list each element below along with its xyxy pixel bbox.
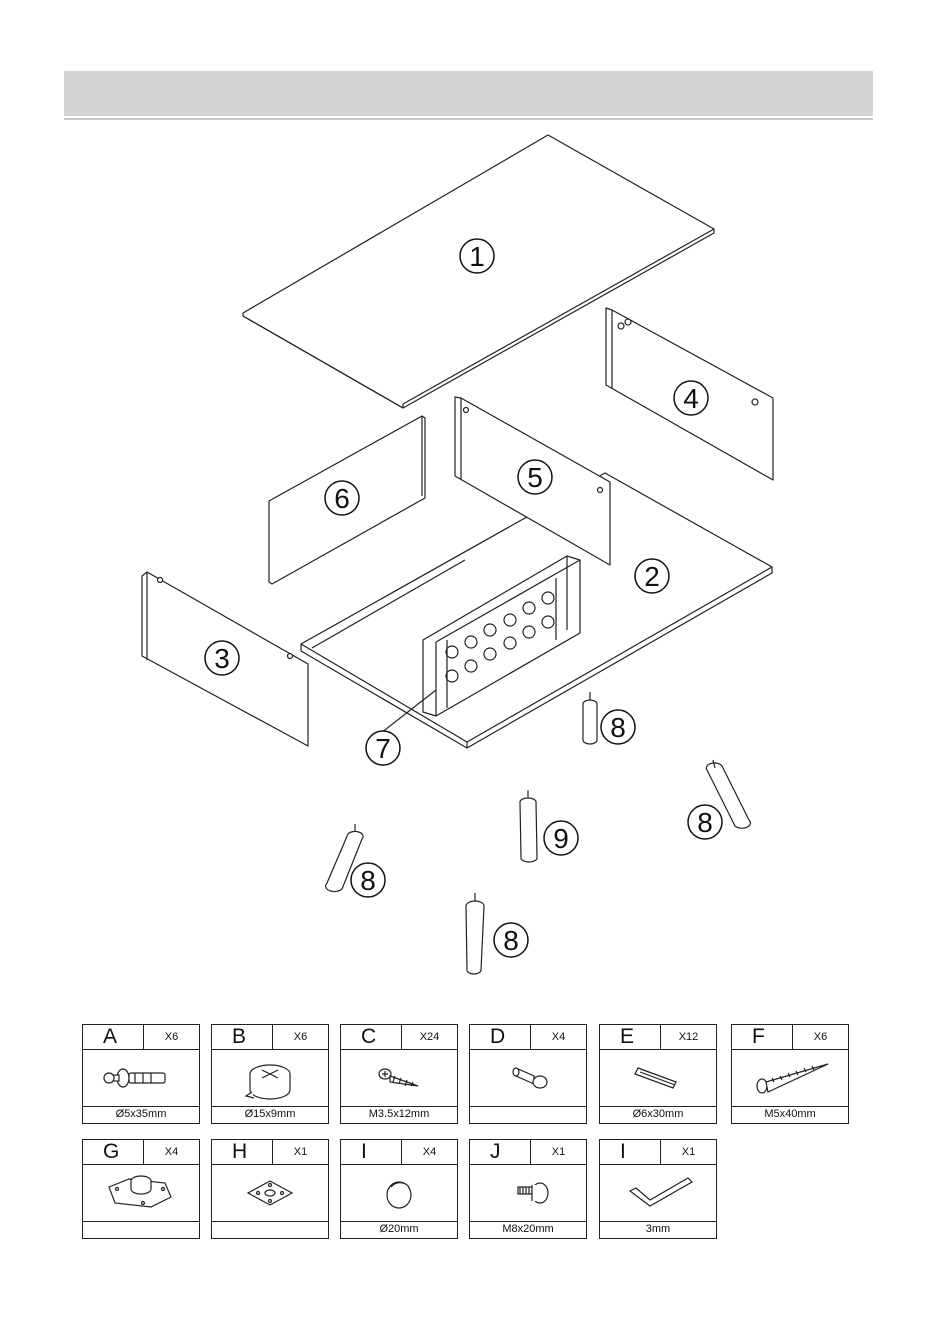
hardware-quantity: X1 (531, 1140, 586, 1164)
hardware-item-f: F X6 M5x40mm (731, 1024, 849, 1124)
part-3-callout: 3 (205, 641, 239, 675)
hardware-letter: J (470, 1140, 531, 1164)
leg-middle (520, 790, 537, 862)
hardware-header: F X6 (732, 1025, 848, 1050)
hardware-header: C X24 (341, 1025, 457, 1050)
part-1-callout: 1 (460, 239, 494, 273)
leg-right-back (583, 692, 597, 744)
part-1-label: 1 (469, 241, 485, 272)
hardware-item-h: H X1 (211, 1139, 329, 1239)
hardware-header: I X1 (600, 1140, 716, 1165)
hardware-letter: F (732, 1025, 793, 1049)
part-2-callout: 2 (635, 559, 669, 593)
hardware-quantity: X4 (144, 1140, 199, 1164)
part-5-label: 5 (527, 462, 543, 493)
hardware-header: J X1 (470, 1140, 586, 1165)
hardware-spec: 3mm (600, 1221, 716, 1238)
leg-front (466, 893, 484, 974)
hardware-spec: M5x40mm (732, 1106, 848, 1123)
hardware-header: D X4 (470, 1025, 586, 1050)
hardware-header: I X4 (341, 1140, 457, 1165)
hardware-letter: I (341, 1140, 402, 1164)
hardware-spec: M8x20mm (470, 1221, 586, 1238)
part-2-label: 2 (644, 561, 660, 592)
shelf-pin-icon (470, 1050, 586, 1108)
hardware-quantity: X1 (273, 1140, 328, 1164)
hardware-spec (83, 1221, 199, 1238)
hardware-spec (470, 1106, 586, 1123)
hardware-header: H X1 (212, 1140, 328, 1165)
leg-label: 8 (360, 865, 376, 896)
hardware-quantity: X4 (531, 1025, 586, 1049)
hardware-spec: M3.5x12mm (341, 1106, 457, 1123)
hardware-quantity: X1 (661, 1140, 716, 1164)
hardware-quantity: X12 (661, 1025, 716, 1049)
part-6-label: 6 (334, 483, 350, 514)
wood-screw-icon (341, 1050, 457, 1108)
hardware-letter: B (212, 1025, 273, 1049)
part-3-label: 3 (214, 643, 230, 674)
exploded-assembly-diagram: 1 2 3 4 5 6 7 8 8 8 8 9 (0, 0, 933, 1000)
hardware-item-j: J X1 M8x20mm (469, 1139, 587, 1239)
hardware-spec: Ø5x35mm (83, 1106, 199, 1123)
hardware-quantity: X6 (144, 1025, 199, 1049)
hardware-header: A X6 (83, 1025, 199, 1050)
confirmat-screw-icon (732, 1050, 848, 1108)
hardware-spec: Ø6x30mm (600, 1106, 716, 1123)
part-6-callout: 6 (325, 481, 359, 515)
hardware-item-e: E X12 Ø6x30mm (599, 1024, 717, 1124)
leg-label: 9 (553, 823, 569, 854)
hardware-header: E X12 (600, 1025, 716, 1050)
wood-dowel-icon (600, 1050, 716, 1108)
hardware-letter: D (470, 1025, 531, 1049)
leg-label-8-right: 8 (688, 805, 722, 839)
hardware-letter: H (212, 1140, 273, 1164)
leg-label-9-middle: 9 (544, 821, 578, 855)
hardware-spec (212, 1221, 328, 1238)
leg-label-8-front: 8 (494, 923, 528, 957)
hardware-letter: I (600, 1140, 661, 1164)
leg-label: 8 (697, 807, 713, 838)
hardware-letter: G (83, 1140, 144, 1164)
part-5-callout: 5 (518, 460, 552, 494)
hardware-header: G X4 (83, 1140, 199, 1165)
cam-bolt-icon (83, 1050, 199, 1108)
leg-label: 8 (610, 712, 626, 743)
hardware-item-c: C X24 M3.5x12mm (340, 1024, 458, 1124)
hardware-quantity: X6 (273, 1025, 328, 1049)
hardware-header: B X6 (212, 1025, 328, 1050)
hardware-item-i-key: I X1 3mm (599, 1139, 717, 1239)
cam-lock-icon (212, 1050, 328, 1108)
cover-cap-icon (341, 1165, 457, 1223)
hardware-letter: E (600, 1025, 661, 1049)
hardware-item-i-cap: I X4 Ø20mm (340, 1139, 458, 1239)
square-mounting-plate-icon (212, 1165, 328, 1223)
leg-bolt-icon (470, 1165, 586, 1223)
hardware-item-a: A X6 Ø5x35mm (82, 1024, 200, 1124)
hardware-quantity: X24 (402, 1025, 457, 1049)
part-4-label: 4 (683, 383, 699, 414)
hardware-item-d: D X4 (469, 1024, 587, 1124)
hardware-spec: Ø15x9mm (212, 1106, 328, 1123)
leg-label-8-left: 8 (351, 863, 385, 897)
part-7-label: 7 (375, 733, 391, 764)
hardware-item-b: B X6 Ø15x9mm (211, 1024, 329, 1124)
part-4-callout: 4 (674, 381, 708, 415)
leg-label-8-back: 8 (601, 710, 635, 744)
hardware-letter: C (341, 1025, 402, 1049)
hardware-quantity: X4 (402, 1140, 457, 1164)
hardware-letter: A (83, 1025, 144, 1049)
hardware-item-g: G X4 (82, 1139, 200, 1239)
hardware-spec: Ø20mm (341, 1221, 457, 1238)
part-7-callout: 7 (366, 731, 400, 765)
hardware-quantity: X6 (793, 1025, 848, 1049)
leg-mounting-plate-icon (83, 1165, 199, 1223)
leg-label: 8 (503, 925, 519, 956)
allen-key-icon (600, 1165, 716, 1223)
